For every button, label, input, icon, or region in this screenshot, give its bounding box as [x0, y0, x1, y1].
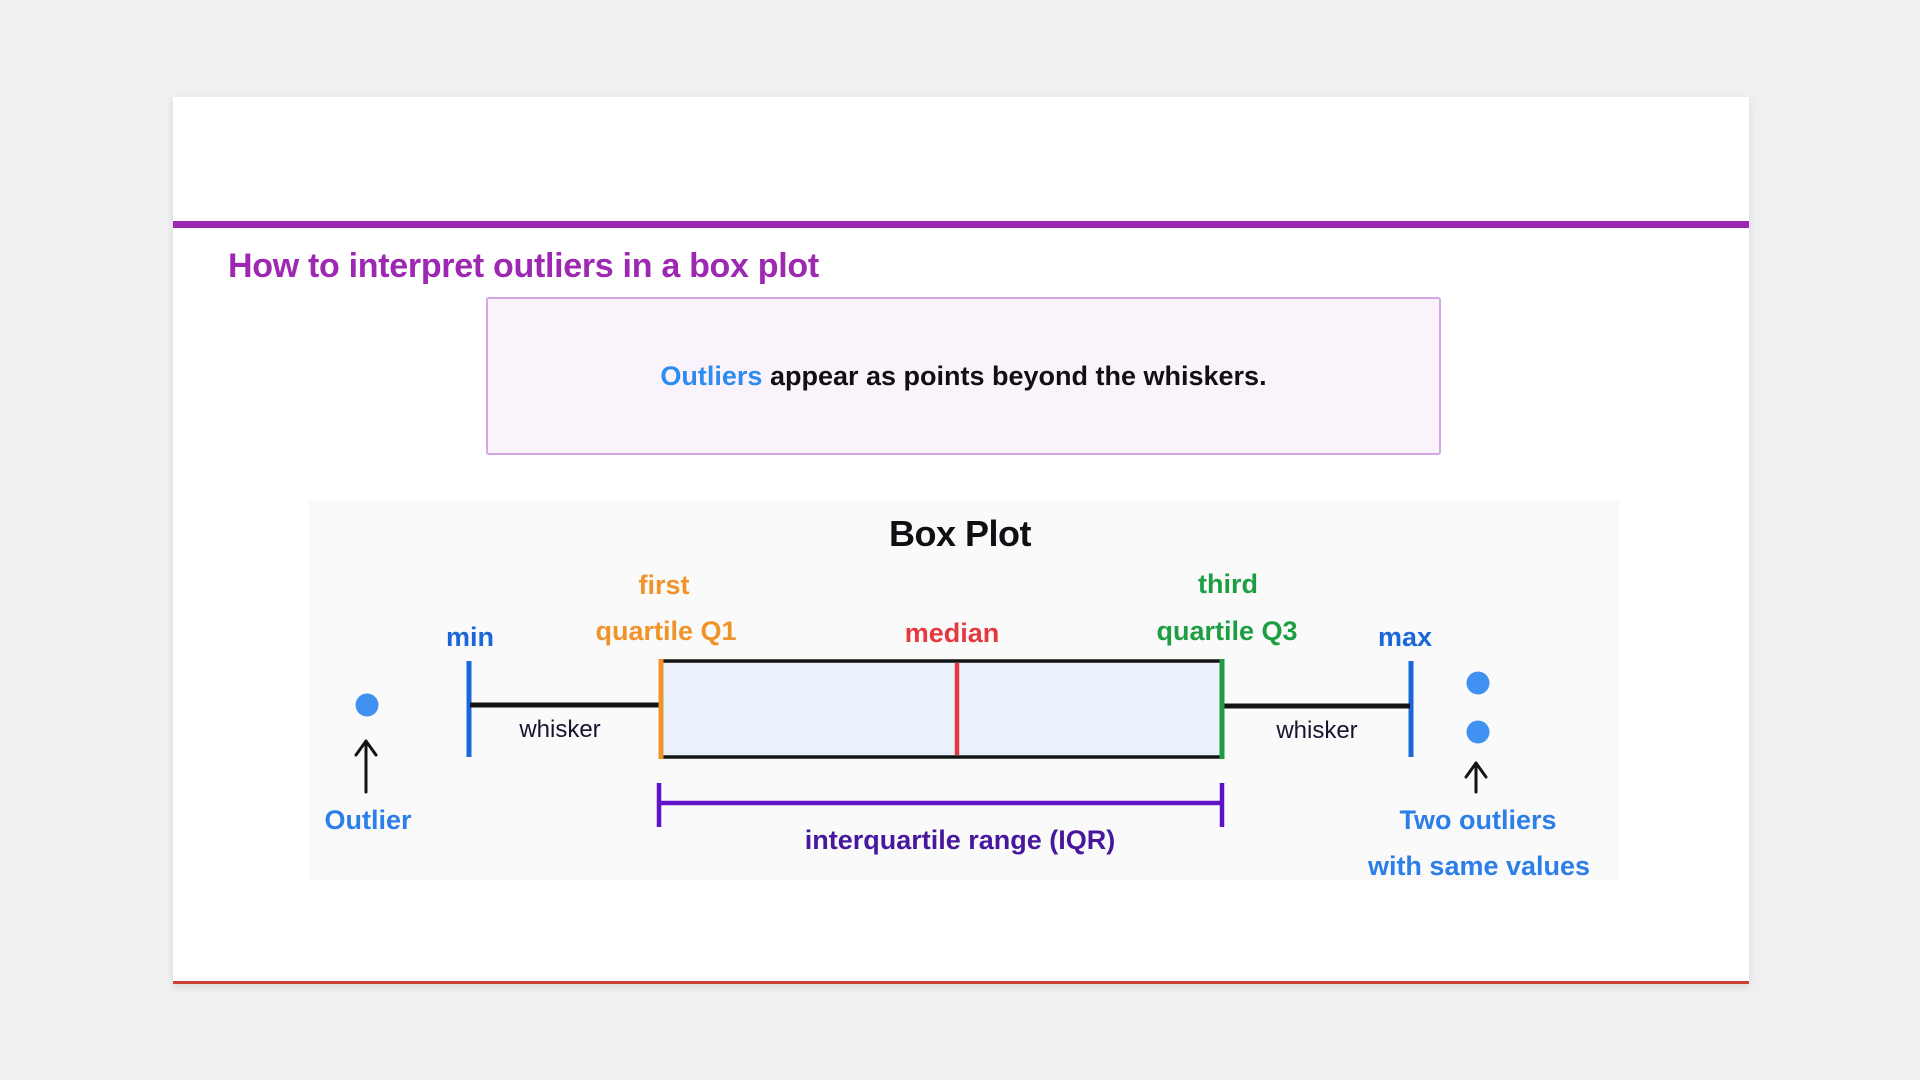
outlier-dot-bottom-right [1466, 720, 1490, 744]
label-first-quartile-line2: quartile Q1 [595, 616, 736, 646]
label-max: max [1378, 622, 1432, 652]
whisker-label-left: whisker [518, 716, 600, 743]
outlier-arrow-left [354, 739, 378, 794]
outlier-label: Outlier [324, 805, 412, 835]
outlier-dot-left [355, 693, 379, 717]
callout-highlight: Outliers [660, 360, 763, 391]
whisker-label-right: whisker [1275, 717, 1357, 744]
two-outliers-label-line1: Two outliers [1399, 805, 1556, 835]
iqr-bracket [656, 783, 1225, 827]
outlier-arrow-right [1464, 761, 1488, 794]
boxplot-title: Box Plot [889, 513, 1032, 554]
label-third-quartile-line1: third [1198, 569, 1258, 599]
outlier-dot-top-right [1466, 671, 1490, 695]
title-underline [173, 221, 1749, 228]
two-outliers-label-line2: with same values [1367, 851, 1590, 881]
page-title: How to interpret outliers in a box plot [228, 247, 819, 285]
label-median: median [905, 618, 1000, 648]
boxplot-figure: Box Plot first quartile Q1 median third … [309, 500, 1619, 881]
callout-sentence: Outliers appear as points beyond the whi… [660, 361, 1266, 392]
content-card: How to interpret outliers in a box plot … [173, 97, 1749, 984]
callout-text: appear as points beyond the whiskers. [762, 360, 1267, 391]
box-rect [659, 659, 1224, 759]
callout-box: Outliers appear as points beyond the whi… [486, 297, 1441, 455]
iqr-label: interquartile range (IQR) [805, 825, 1116, 855]
label-min: min [446, 622, 494, 652]
label-first-quartile-line1: first [638, 570, 689, 600]
label-third-quartile-line2: quartile Q3 [1156, 616, 1297, 646]
